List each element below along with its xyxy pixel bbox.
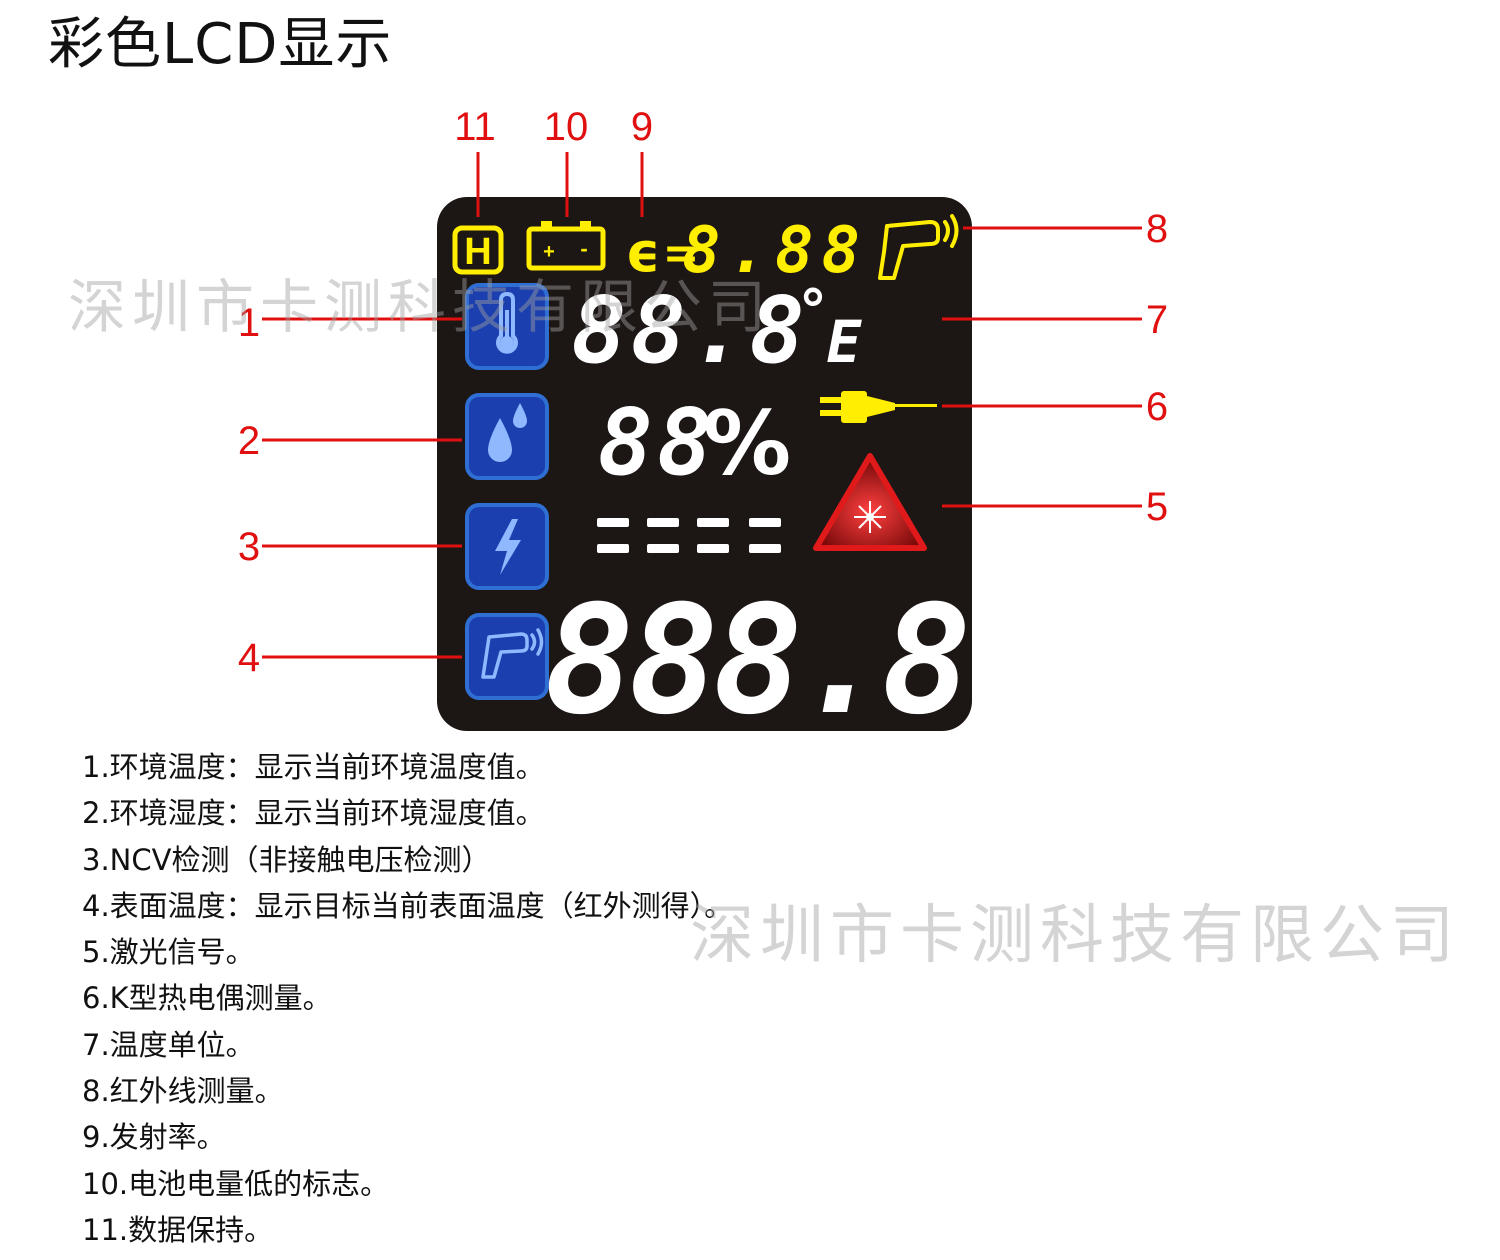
battery-plus: + bbox=[543, 241, 555, 263]
callout-number-8: 8 bbox=[1146, 207, 1168, 251]
callout-number-2: 2 bbox=[238, 419, 260, 463]
legend-item: 10.电池电量低的标志。 bbox=[82, 1166, 390, 1201]
legend-item: 9.发射率。 bbox=[82, 1120, 226, 1155]
surface-temp-tile bbox=[465, 613, 549, 700]
emissivity-symbol: ϵ bbox=[626, 221, 661, 284]
ncv-tile bbox=[465, 503, 549, 590]
humidity-tile bbox=[465, 393, 549, 480]
legend-item: 6.K型热电偶测量。 bbox=[82, 981, 332, 1016]
callout-number-9: 9 bbox=[631, 105, 653, 149]
emissivity-equals: = bbox=[663, 228, 700, 279]
callout-number-1: 1 bbox=[238, 301, 260, 345]
callout-number-3: 3 bbox=[238, 525, 260, 569]
callout-number-4: 4 bbox=[238, 636, 260, 680]
laser-warning-icon bbox=[813, 453, 927, 551]
legend-item: 5.激光信号。 bbox=[82, 935, 255, 970]
temp-unit-letter: E bbox=[827, 308, 863, 376]
legend-item: 3.NCV检测（非接触电压检测） bbox=[82, 842, 491, 877]
ncv-bar-segments bbox=[597, 518, 781, 553]
page-title: 彩色LCD显示 bbox=[48, 12, 393, 77]
callout-lines bbox=[262, 152, 1142, 659]
ambient-temp-digits: 88.8 bbox=[571, 277, 809, 384]
legend-item: 7.温度单位。 bbox=[82, 1027, 255, 1062]
water-drop-icon bbox=[488, 403, 527, 462]
thermometer-icon bbox=[496, 291, 518, 354]
legend-item: 1.环境温度：显示当前环境温度值。 bbox=[82, 750, 545, 784]
temp-unit-degree: ° bbox=[799, 279, 827, 344]
surface-temp-digits: 888.8 bbox=[544, 574, 966, 748]
legend-item: 4.表面温度：显示目标当前表面温度（红外测得）。 bbox=[82, 888, 734, 923]
legend-item: 8.红外线测量。 bbox=[82, 1074, 284, 1109]
lcd-panel bbox=[437, 197, 972, 731]
thermometer-tile bbox=[465, 283, 549, 370]
infrared-gun-icon bbox=[878, 214, 959, 280]
lightning-icon bbox=[495, 519, 521, 575]
battery-low-icon: + - bbox=[526, 221, 606, 271]
thermocouple-plug-icon bbox=[820, 391, 937, 423]
hold-letter: H bbox=[464, 231, 491, 273]
hold-icon: H bbox=[452, 225, 504, 275]
callout-number-10: 10 bbox=[544, 105, 589, 149]
infrared-gun-icon bbox=[481, 628, 544, 679]
callout-number-6: 6 bbox=[1146, 385, 1168, 429]
battery-minus: - bbox=[580, 236, 587, 261]
humidity-percent: % bbox=[703, 392, 791, 495]
legend-item: 2.环境湿度：显示当前环境湿度值。 bbox=[82, 796, 545, 831]
humidity-digits: 88 bbox=[598, 389, 717, 496]
callout-number-11: 11 bbox=[454, 105, 496, 149]
callout-number-7: 7 bbox=[1146, 298, 1168, 342]
legend-item: 11.数据保持。 bbox=[82, 1212, 274, 1247]
legend-list: 1.环境温度：显示当前环境温度值。 2.环境湿度：显示当前环境湿度值。 3.NC… bbox=[82, 744, 733, 1253]
callout-number-5: 5 bbox=[1146, 485, 1168, 529]
emissivity-value: 8.88 bbox=[682, 214, 868, 288]
